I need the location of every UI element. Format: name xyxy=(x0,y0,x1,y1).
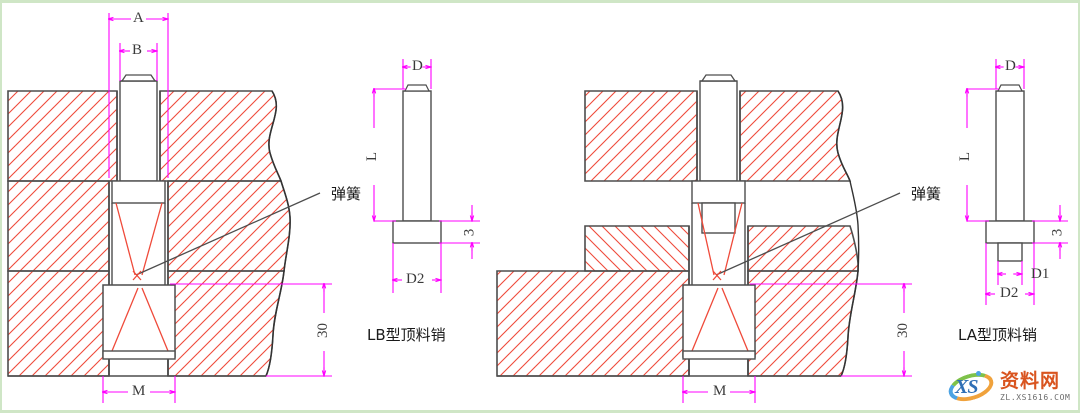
left-pin-tail xyxy=(108,359,169,376)
left-spring-leader xyxy=(135,192,321,276)
left-dim-label-30: 30 xyxy=(315,323,331,338)
right-upper-spring xyxy=(697,202,743,276)
watermark-site-name: 资料网 xyxy=(1000,370,1061,392)
detail-lb-label-D: D xyxy=(412,58,423,74)
detail-la-dim-D2 xyxy=(986,243,1034,305)
right-break-line xyxy=(836,90,860,377)
right-dim-label-30: 30 xyxy=(895,323,911,338)
watermark-url: ZL.XS1616.COM xyxy=(1000,393,1071,402)
detail-la-label-3: 3 xyxy=(1049,228,1066,237)
detail-la-dim-D xyxy=(996,59,1024,89)
detail-lb-dim-L xyxy=(374,89,406,221)
right-lower-chamber xyxy=(682,284,756,360)
left-assembly-group xyxy=(7,13,332,403)
detail-lb-label-L: L xyxy=(364,151,381,162)
left-pin-body xyxy=(111,203,166,293)
right-upper-plate xyxy=(584,90,852,182)
right-middle-plate xyxy=(584,225,859,272)
detail-la-dim-D1 xyxy=(998,261,1022,285)
left-dim-label-M: M xyxy=(132,383,146,399)
left-dim-30 xyxy=(170,284,332,376)
right-spring-leader xyxy=(715,192,901,276)
left-pin-collar xyxy=(111,180,166,204)
left-pin-shank xyxy=(119,74,158,182)
right-pin-shank xyxy=(699,74,738,182)
left-dim-M xyxy=(103,376,175,403)
left-spring-label: 弹簧 xyxy=(331,185,362,203)
right-pin-collar xyxy=(691,180,746,234)
detail-lb-label-D2: D2 xyxy=(406,271,425,287)
detail-lb-dim-D2 xyxy=(393,243,441,293)
detail-lb-dim-D xyxy=(403,59,431,89)
left-upper-spring xyxy=(115,202,163,276)
detail-la-caption: LA型顶料销 xyxy=(958,326,1037,344)
detail-la-label-L: L xyxy=(957,151,974,162)
right-spring-label: 弹簧 xyxy=(911,185,942,203)
left-dim-B xyxy=(120,43,157,81)
right-lower-plate xyxy=(496,270,859,377)
detail-la-dim-3 xyxy=(1032,205,1068,259)
right-pin-body xyxy=(691,203,746,293)
left-lower-plate xyxy=(7,270,285,377)
detail-lb-label-3: 3 xyxy=(461,228,478,237)
xs-logo-icon: XS xyxy=(945,367,998,407)
left-spring-marker xyxy=(132,270,142,281)
detail-la-dim-L xyxy=(967,89,999,221)
right-assembly-group xyxy=(496,74,912,403)
detail-la-pin-group xyxy=(967,59,1068,305)
watermark: XS 资料网 ZL.XS1616.COM xyxy=(945,363,1078,411)
left-dim-label-B: B xyxy=(132,42,143,58)
right-dim-30 xyxy=(750,284,912,376)
detail-lb-caption: LB型顶料销 xyxy=(367,326,446,344)
right-dim-M xyxy=(683,376,755,403)
detail-lb-dim-3 xyxy=(439,205,480,259)
detail-la-label-D2: D2 xyxy=(1000,285,1019,301)
cad-drawing-svg xyxy=(7,13,1068,403)
right-spring-marker xyxy=(712,270,722,281)
detail-la-label-D: D xyxy=(1005,58,1016,74)
xs-logo-text: XS xyxy=(955,376,978,398)
right-dim-label-M: M xyxy=(713,383,727,399)
left-dim-label-A: A xyxy=(133,10,144,26)
right-pin-tail xyxy=(688,359,749,376)
detail-la-label-D1: D1 xyxy=(1031,266,1050,282)
left-lower-chamber xyxy=(102,284,176,360)
left-dim-A xyxy=(109,13,168,178)
left-break-line xyxy=(265,90,291,377)
detail-lb-pin-group xyxy=(374,59,480,293)
